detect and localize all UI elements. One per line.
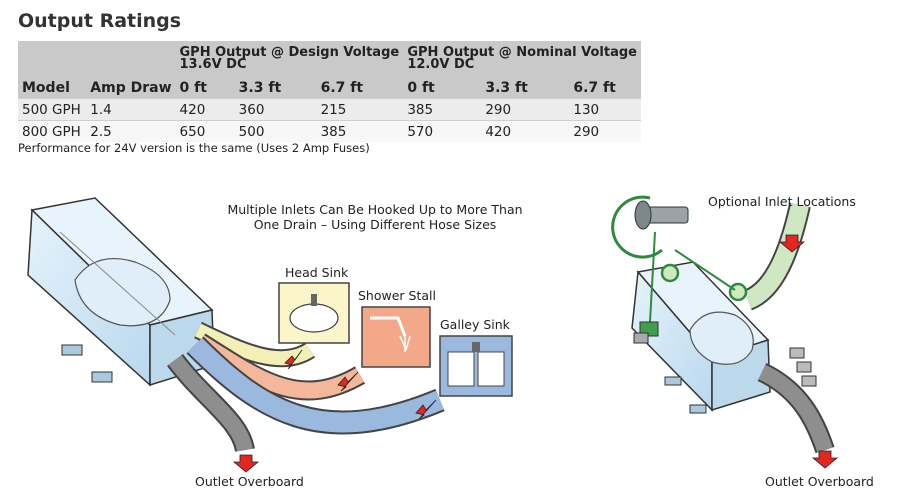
right-pump-box	[631, 261, 771, 414]
table-header-blank	[86, 41, 176, 77]
flow-arrows-left	[232, 349, 437, 473]
table-cell: 650	[175, 120, 235, 142]
right-outlet-hose	[757, 362, 835, 454]
installation-diagram: Head Sink Shower Stall Galley Sink Outle…	[27, 194, 874, 489]
table-header-blank	[18, 41, 87, 77]
table-cell: 290	[481, 98, 570, 121]
col-header: 6.7 ft	[316, 77, 404, 99]
table-row: 500 GPH 1.4 420 360 215 385 290 130	[18, 98, 641, 121]
table-cell: 130	[569, 98, 641, 121]
right-inlet-hose	[743, 202, 811, 311]
group-header-design: GPH Output @ Design Voltage 13.6V DC	[175, 41, 404, 77]
flow-arrows-right	[778, 234, 839, 469]
caption-line-1: Multiple Inlets Can Be Hooked Up to More…	[227, 202, 523, 217]
optional-inlet-label: Optional Inlet Locations	[708, 194, 856, 209]
left-outlet-label: Outlet Overboard	[195, 474, 304, 489]
flow-arrow-icon	[415, 399, 437, 420]
outlet-arrow-icon	[232, 454, 260, 473]
right-side-fittings	[789, 347, 817, 387]
flow-arrow-icon	[337, 371, 359, 392]
group-nominal-voltage: 12.0V DC	[407, 57, 475, 72]
table-cell: 800 GPH	[18, 120, 87, 142]
galley-sink-panel	[439, 335, 513, 397]
flow-arrow-icon	[778, 234, 806, 253]
group-design-label: GPH Output @ Design Voltage	[179, 45, 400, 60]
table-cell: 1.4	[86, 98, 176, 121]
flow-arrow-icon	[284, 349, 303, 370]
table-group-header: GPH Output @ Design Voltage 13.6V DC GPH…	[18, 41, 641, 77]
table-cell: 290	[569, 120, 641, 142]
page-title: Output Ratings	[18, 10, 182, 32]
group-design-voltage: 13.6V DC	[179, 57, 247, 72]
optional-inlet-fitting	[611, 195, 748, 344]
left-pump-box	[27, 197, 215, 387]
table-row: 800 GPH 2.5 650 500 385 570 420 290	[18, 120, 641, 142]
performance-note: Performance for 24V version is the same …	[18, 141, 370, 155]
table-cell: 420	[175, 98, 235, 121]
shower-stall-panel	[361, 306, 431, 368]
galley-sink-label: Galley Sink	[440, 317, 511, 332]
table-cell: 360	[234, 98, 317, 121]
col-header: 3.3 ft	[234, 77, 317, 99]
col-header: 0 ft	[403, 77, 482, 99]
head-sink-panel	[278, 282, 350, 344]
col-header: 0 ft	[175, 77, 235, 99]
table-cell: 385	[316, 120, 404, 142]
table-cell: 500	[234, 120, 317, 142]
right-outlet-label: Outlet Overboard	[765, 474, 874, 489]
table-cell: 420	[481, 120, 570, 142]
col-header: 3.3 ft	[481, 77, 570, 99]
outlet-hose-left	[167, 353, 255, 453]
table-cell: 570	[403, 120, 482, 142]
col-header: Amp Draw	[86, 77, 176, 99]
table-cell: 500 GPH	[18, 98, 87, 121]
table-cell: 2.5	[86, 120, 176, 142]
caption-line-2: One Drain – Using Different Hose Sizes	[253, 217, 497, 232]
outlet-arrow-icon	[811, 450, 839, 469]
shower-stall-label: Shower Stall	[358, 288, 436, 303]
galley-hose	[186, 336, 445, 435]
group-header-nominal: GPH Output @ Nominal Voltage 12.0V DC	[403, 41, 641, 77]
col-header: 6.7 ft	[569, 77, 641, 99]
table-cell: 385	[403, 98, 482, 121]
output-ratings-table: GPH Output @ Design Voltage 13.6V DC GPH…	[18, 41, 641, 142]
table-cell: 215	[316, 98, 404, 121]
head-sink-hose	[194, 321, 315, 368]
left-diagram-caption: Multiple Inlets Can Be Hooked Up to More…	[200, 202, 550, 232]
group-nominal-label: GPH Output @ Nominal Voltage	[407, 45, 637, 60]
head-sink-label: Head Sink	[285, 265, 349, 280]
col-header: Model	[18, 77, 87, 99]
table-column-header: Model Amp Draw 0 ft 3.3 ft 6.7 ft 0 ft 3…	[18, 77, 641, 99]
